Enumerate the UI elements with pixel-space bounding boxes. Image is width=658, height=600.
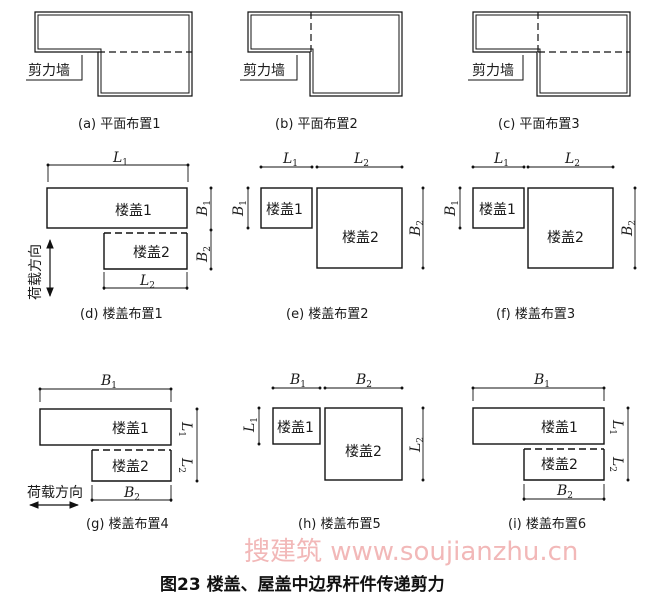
dim-B2: B2 xyxy=(556,483,573,501)
floor2-label: 楼盖2 xyxy=(342,230,379,246)
dim-B1: B1 xyxy=(533,372,550,390)
dim-B2: B2 xyxy=(355,372,372,390)
shear-wall-label: 剪力墙 xyxy=(28,63,70,79)
floor2-label: 楼盖2 xyxy=(112,459,149,475)
watermark: 搜建筑 www.soujianzhu.cn xyxy=(244,537,578,567)
shear-wall-label: 剪力墙 xyxy=(243,63,285,79)
floor2-label: 楼盖2 xyxy=(541,457,578,473)
load-direction-label: 荷载方向 xyxy=(27,485,83,501)
caption-b: (b) 平面布置2 xyxy=(275,117,358,132)
dim-B1: B1 xyxy=(443,200,461,217)
dim-B2: B2 xyxy=(123,485,140,503)
caption-e: (e) 楼盖布置2 xyxy=(286,307,369,322)
floor1-label: 楼盖1 xyxy=(115,203,152,219)
dim-L2: L2 xyxy=(564,151,580,169)
floor1-label: 楼盖1 xyxy=(266,202,303,218)
floor1-label: 楼盖1 xyxy=(479,202,516,218)
dim-B1: B1 xyxy=(195,200,213,217)
plan-layout-c xyxy=(468,11,631,97)
dim-L1: L1 xyxy=(176,421,194,437)
floor2-label: 楼盖2 xyxy=(547,230,584,246)
plan-layout-a xyxy=(26,11,193,97)
dim-L2: L2 xyxy=(139,273,155,291)
dim-B1: B1 xyxy=(100,373,117,391)
dim-L2: L2 xyxy=(408,437,426,453)
plan-layout-b xyxy=(240,11,403,97)
floor1-label: 楼盖1 xyxy=(112,421,149,437)
dim-L1: L1 xyxy=(607,419,625,435)
caption-d: (d) 楼盖布置1 xyxy=(80,307,163,322)
floor-layout-h xyxy=(257,386,425,482)
dim-L2: L2 xyxy=(176,457,194,473)
dim-L1: L1 xyxy=(282,151,298,169)
floor1-label: 楼盖1 xyxy=(277,420,314,436)
floor2-label: 楼盖2 xyxy=(345,444,382,460)
floor-layout-e xyxy=(246,165,425,270)
shear-wall-label: 剪力墙 xyxy=(472,63,514,79)
dim-L1: L1 xyxy=(493,151,509,169)
dim-L2: L2 xyxy=(607,456,625,472)
caption-a: (a) 平面布置1 xyxy=(78,117,161,132)
caption-i: (i) 楼盖布置6 xyxy=(508,517,586,532)
dim-B2: B2 xyxy=(195,246,213,263)
caption-f: (f) 楼盖布置3 xyxy=(496,307,575,322)
dim-L1: L1 xyxy=(242,417,260,433)
floor1-label: 楼盖1 xyxy=(541,420,578,436)
load-direction-label: 荷载方向 xyxy=(28,244,44,300)
floor-layout-f xyxy=(458,165,637,270)
dim-B1: B1 xyxy=(289,372,306,390)
floor-layout-d xyxy=(46,163,213,297)
caption-g: (g) 楼盖布置4 xyxy=(86,517,169,532)
dim-L2: L2 xyxy=(353,151,369,169)
floor-layout-i xyxy=(471,386,630,501)
dim-B1: B1 xyxy=(231,200,249,217)
dim-B2: B2 xyxy=(408,220,426,237)
figure-title: 图23 楼盖、屋盖中边界杆件传递剪力 xyxy=(160,574,445,595)
caption-c: (c) 平面布置3 xyxy=(498,117,580,132)
dim-L1: L1 xyxy=(112,150,128,168)
caption-h: (h) 楼盖布置5 xyxy=(298,517,381,532)
floor2-label: 楼盖2 xyxy=(133,245,170,261)
dim-B2: B2 xyxy=(620,220,638,237)
floor-layout-g xyxy=(29,387,199,509)
